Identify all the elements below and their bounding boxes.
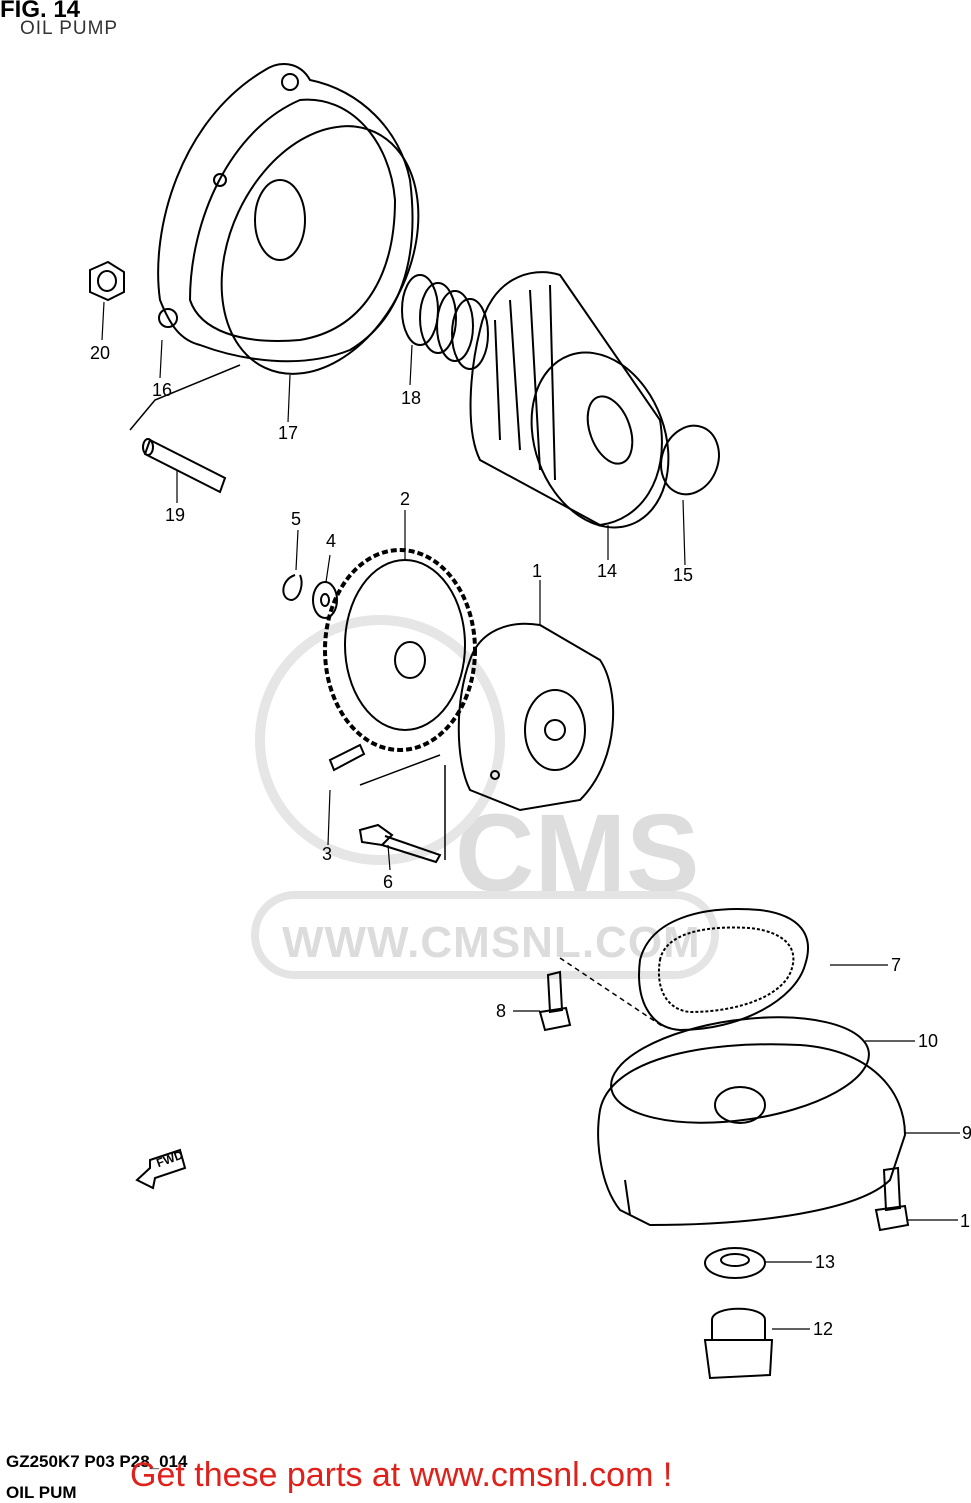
callout-15: 15 (673, 565, 694, 585)
callout-4: 4 (326, 531, 337, 551)
diagram-name: OIL PUM (6, 1483, 77, 1502)
callout-5: 5 (291, 509, 302, 529)
part-7-gasket (638, 908, 809, 1032)
part-1-pump-body (457, 622, 615, 812)
callout-3: 3 (322, 844, 333, 864)
figure-title: FIG. 14 (0, 0, 81, 23)
callout-1: 1 (532, 561, 543, 581)
part-9-lower-cover (597, 1043, 907, 1227)
callout-6: 6 (383, 872, 394, 892)
callout-20: 20 (90, 343, 111, 363)
callout-17: 17 (278, 423, 299, 443)
watermark-emblem (255, 615, 505, 865)
part-3-pin (328, 743, 366, 772)
watermark-frame (251, 891, 719, 979)
diagram-code: GZ250K7 P03 P28_014 (6, 1452, 188, 1471)
part-6-bolt (358, 823, 442, 864)
part-8-bolt (538, 970, 572, 1032)
callout-16: 16 (152, 380, 173, 400)
part-16-cover (157, 63, 414, 363)
callout-11: 1 (960, 1211, 971, 1231)
watermark-url: WWW.CMSNL.COM (282, 918, 701, 967)
part-4-washer (312, 581, 338, 619)
callout-2: 2 (400, 489, 411, 509)
callout-9: 9 (962, 1123, 971, 1143)
callout-13: 13 (815, 1252, 836, 1272)
fwd-arrow (135, 1148, 187, 1190)
part-10-o-ring (610, 1016, 870, 1124)
part-19-shaft (142, 438, 227, 494)
callout-19: 19 (165, 505, 186, 525)
part-17-o-ring (220, 125, 420, 375)
part-12-plug (703, 1307, 774, 1380)
leader-lines (101, 301, 960, 1330)
callout-12: 12 (813, 1319, 834, 1339)
callout-10: 10 (918, 1031, 939, 1051)
promo-link[interactable]: Get these parts at www.cmsnl.com ! (130, 1456, 673, 1494)
part-20-nut (89, 260, 125, 302)
part-15-o-ring (660, 424, 720, 496)
part-14-oil-filter (469, 271, 670, 529)
part-13-washer (704, 1247, 766, 1279)
callout-7: 7 (891, 955, 902, 975)
part-5-circlip (282, 574, 303, 602)
callout-8: 8 (496, 1001, 507, 1021)
figure-subtitle: OIL PUMP (20, 18, 119, 39)
callout-18: 18 (401, 388, 422, 408)
part-11-bolt (874, 1166, 910, 1232)
part-18-spring (401, 274, 489, 370)
callout-14: 14 (597, 561, 618, 581)
